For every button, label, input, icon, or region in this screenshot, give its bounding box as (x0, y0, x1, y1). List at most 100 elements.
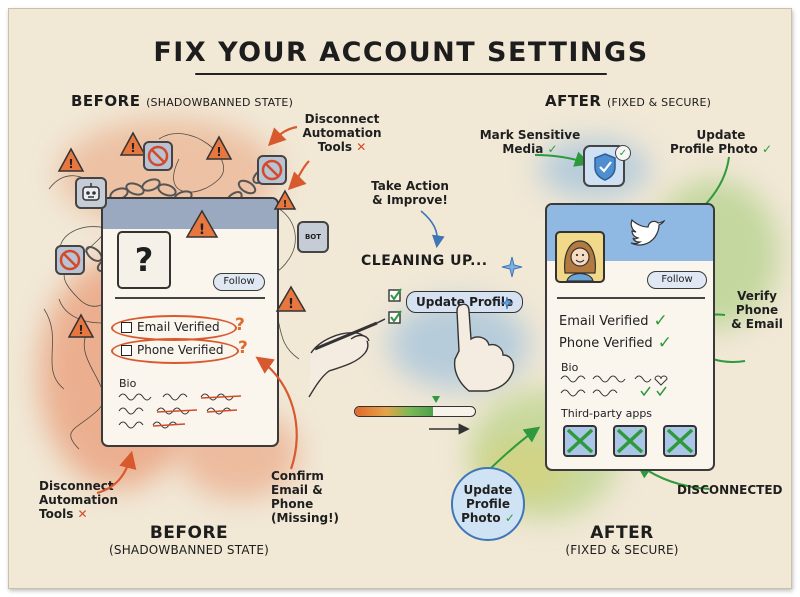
after-bio-label: Bio (561, 361, 579, 374)
avatar-woman-icon (564, 240, 596, 281)
svg-text:!: ! (216, 145, 221, 159)
blocked-tool-icon-2 (257, 155, 287, 185)
disconnect-callout-bottom: Disconnect Automation Tools ✕ (39, 479, 119, 521)
before-phone-row: Phone Verified (121, 343, 223, 357)
before-heading-top: BEFORE (SHADOWBANNED STATE) (71, 91, 293, 110)
green-x-icon (666, 428, 694, 454)
disconnect-callout-top: Disconnect Automation Tools ✕ (299, 112, 385, 154)
confirm-line1: Confirm (271, 469, 324, 483)
warning-icon-4: ! (185, 209, 219, 238)
email-checkbox-empty[interactable] (121, 321, 132, 333)
blocked-x-icon (261, 159, 283, 181)
progress-bar (354, 406, 476, 417)
third-party-app-1[interactable] (563, 425, 597, 457)
phone-question-mark: ? (238, 338, 248, 358)
disconnect-bottom-line3: Tools (39, 507, 74, 521)
robot-icon (75, 177, 107, 209)
blocked-tool-icon-1 (143, 141, 173, 171)
green-check-icon: ✓ (618, 147, 628, 159)
after-card-divider (557, 297, 705, 299)
take-action-line1: Take Action (371, 179, 449, 193)
verify-line3: & Email (731, 317, 783, 331)
disconnect-top-line2: Automation (302, 126, 382, 140)
arrow-to-phone-verified (255, 356, 298, 470)
green-check-icon: ✓ (657, 333, 672, 353)
disconnected-callout: DISCONNECTED (677, 483, 783, 497)
after-bio-scribbles (560, 375, 668, 397)
progress-fill (355, 407, 433, 416)
warning-icon-5: ! (275, 285, 307, 312)
third-party-app-2[interactable] (613, 425, 647, 457)
warning-icon-7: ! (273, 189, 297, 210)
arrow-mark-sensitive (534, 151, 591, 167)
warning-triangles: ! ! ! ! ! ! ! (57, 131, 307, 338)
mark-line2: Media (502, 142, 544, 156)
warning-icon-6: ! (67, 313, 95, 338)
verify-line2: Phone (735, 303, 779, 317)
after-bottom-label: AFTER (590, 523, 654, 543)
green-check-icon: ✓ (653, 311, 668, 331)
before-heading-sub: (SHADOWBANNED STATE) (146, 96, 294, 109)
mark-sensitive-callout: Mark Sensitive Media ✓ (475, 128, 585, 156)
title-underline (195, 73, 607, 75)
before-email-label: Email Verified (137, 320, 220, 334)
small-check-icon (640, 386, 651, 397)
phone-checkbox-empty[interactable] (121, 344, 132, 356)
update-photo-badge[interactable]: Update Profile Photo ✓ (451, 467, 525, 541)
svg-text:!: ! (199, 222, 205, 238)
green-check-icon: ✓ (547, 142, 558, 156)
after-avatar (555, 231, 605, 283)
shield-check-icon (594, 153, 616, 181)
take-action-line2: & Improve! (372, 193, 448, 207)
third-party-app-3[interactable] (663, 425, 697, 457)
before-profile-card: ? Follow Email Verified Phone Verified B… (101, 197, 279, 447)
warning-icon-1: ! (57, 147, 85, 172)
svg-text:!: ! (283, 199, 288, 210)
before-avatar-placeholder: ? (117, 231, 171, 289)
cleaning-up-label: CLEANING UP... (361, 253, 488, 269)
third-party-label: Third-party apps (561, 407, 653, 420)
confirm-line2: Email & Phone (271, 483, 323, 511)
update-photo-line2: Profile Photo (669, 142, 758, 156)
badge-line3: Photo (461, 511, 501, 525)
take-action-label: Take Action & Improve! (365, 179, 455, 207)
svg-text:!: ! (130, 141, 135, 155)
after-heading-label: AFTER (545, 92, 602, 110)
progress-marker (432, 396, 440, 403)
svg-text:!: ! (288, 297, 294, 312)
middle-checkboxes (388, 288, 402, 324)
after-follow-button[interactable]: Follow (647, 271, 707, 289)
before-phone-oval (111, 338, 239, 364)
after-phone-label: Phone Verified (559, 335, 653, 351)
red-x-icon: ✕ (356, 140, 367, 154)
bot-search-icon: BOT (297, 221, 329, 253)
verify-callout: Verify Phone & Email (727, 289, 787, 331)
warning-icon-2: ! (119, 131, 147, 156)
before-card-divider (115, 297, 265, 299)
red-x-icon: ✕ (77, 507, 88, 521)
after-bottom-sub: (FIXED & SECURE) (565, 543, 679, 557)
blocked-x-icon (147, 145, 169, 167)
blocked-x-icon (59, 249, 81, 271)
before-follow-button[interactable]: Follow (213, 273, 265, 291)
arrow-from-bottom-callout (96, 450, 137, 495)
update-photo-line1: Update (696, 128, 746, 142)
confirm-callout: Confirm Email & Phone (Missing!) (271, 469, 367, 525)
blocked-tool-icon-3 (55, 245, 85, 275)
after-profile-card: Follow Email Verified ✓ Phone Verified ✓… (545, 203, 715, 471)
verified-badge-icon: ✓ (615, 145, 631, 161)
hand-pointing (453, 303, 515, 392)
twitter-bird-icon (630, 218, 666, 246)
green-x-icon (566, 428, 594, 454)
shield-icon (583, 145, 625, 187)
green-check-icon: ✓ (504, 511, 515, 525)
green-x-icon (616, 428, 644, 454)
after-heading-top: AFTER (FIXED & SECURE) (545, 91, 711, 110)
before-bio-label: Bio (119, 377, 137, 390)
confirm-line3: (Missing!) (271, 511, 340, 525)
email-question-mark: ? (235, 315, 245, 335)
after-heading-sub: (FIXED & SECURE) (606, 96, 712, 109)
verify-line1: Verify (737, 289, 777, 303)
question-mark-icon: ? (134, 241, 154, 279)
after-phone-row: Phone Verified ✓ (559, 333, 672, 353)
